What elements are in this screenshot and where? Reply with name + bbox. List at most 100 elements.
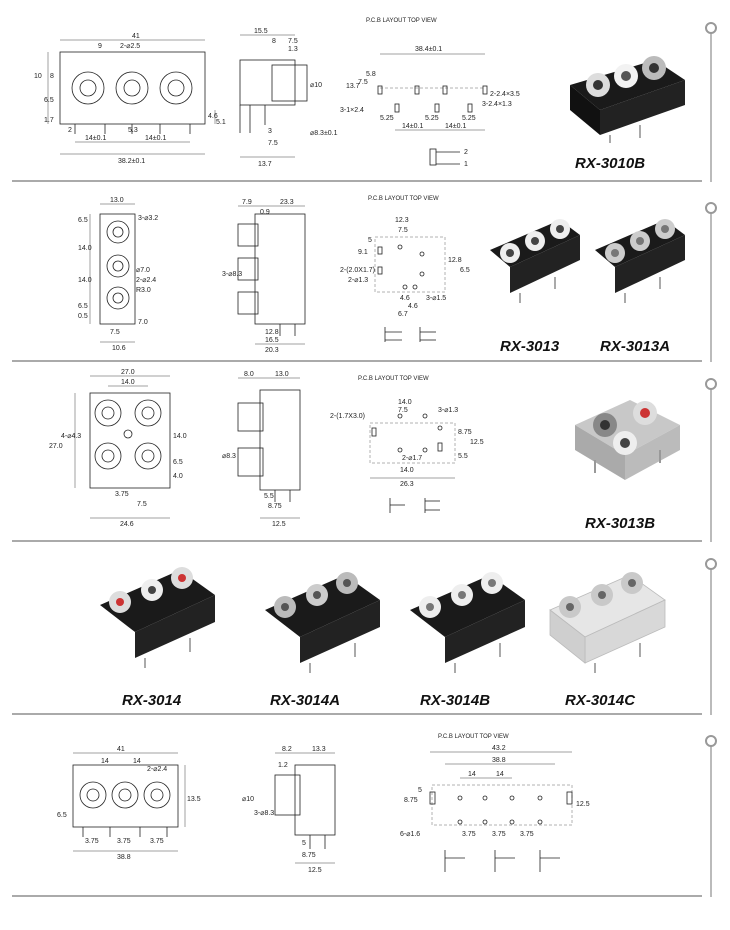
dim-label: 12.8 [265, 329, 279, 336]
dim-label: 5.25 [462, 115, 476, 122]
pcb-layout-drawing: P.C.B LAYOUT TOP VIEW 38.4±0.1 13.7 7.5 … [340, 18, 520, 168]
dim-label: 3-1×2.4 [340, 107, 364, 114]
dim-label: 7.5 [110, 329, 120, 336]
dim-label: 6.5 [44, 97, 54, 104]
model-label: RX-3014B [420, 692, 491, 709]
model-label: RX-3014 [122, 692, 182, 709]
pcb-layout-title: P.C.B LAYOUT TOP VIEW [368, 196, 439, 202]
dim-label: ⌀7.0 [136, 267, 150, 274]
side-rail [710, 212, 712, 362]
dim-label: 6.5 [57, 812, 67, 819]
dim-label: 3.75 [115, 491, 129, 498]
binder-hole-icon [705, 202, 717, 214]
front-view-drawing: 41 14 14 2-⌀2.4 13.5 6.5 3.75 3.75 3.75 … [57, 746, 201, 861]
dim-label: 0.9 [260, 209, 270, 216]
dim-label: 13.5 [187, 796, 201, 803]
dim-label: 13.7 [346, 83, 360, 90]
section-separator [12, 540, 702, 542]
dim-label: 14 [468, 771, 476, 778]
model-label: RX-3013A [600, 338, 671, 355]
binder-hole-icon [705, 558, 717, 570]
section-separator [12, 895, 702, 897]
dim-label: 23.3 [280, 199, 294, 206]
dim-label: 38.8 [117, 854, 131, 861]
binder-hole-icon [705, 22, 717, 34]
dim-label: 8 [272, 38, 276, 45]
dim-label: 27.0 [49, 443, 63, 450]
dim-label: 2-⌀1.3 [348, 277, 368, 284]
dim-label: 8 [50, 73, 54, 80]
model-label: RX-3013B [585, 515, 656, 532]
dim-label: 14 [101, 758, 109, 765]
dim-label: 2-⌀2.4 [136, 277, 156, 284]
dim-label: 14 [496, 771, 504, 778]
dim-label: 2-2.4×3.5 [490, 91, 520, 98]
front-view-drawing: 41 9 2-⌀2.5 10 8 6.5 1.7 2 5.3 14±0.1 14… [34, 33, 226, 165]
dim-label: 3-⌀3.2 [138, 215, 158, 222]
dim-label: 26.3 [400, 481, 414, 488]
pcb-layout-title: P.C.B LAYOUT TOP VIEW [358, 376, 429, 382]
dim-label: 3.75 [150, 838, 164, 845]
dim-label: 9 [98, 43, 102, 50]
dim-label: 5.1 [216, 119, 226, 126]
dim-label: 5.3 [128, 127, 138, 134]
product-photo-rx3014b [410, 572, 525, 673]
dim-label: 13.0 [110, 197, 124, 204]
dim-label: 5 [368, 237, 372, 244]
dim-label: 14.0 [78, 277, 92, 284]
dim-label: 4-⌀4.3 [61, 433, 81, 440]
dim-label: 3.75 [492, 831, 506, 838]
model-label: RX-3014A [270, 692, 341, 709]
section-separator [12, 713, 702, 715]
dim-label: 14.0 [398, 399, 412, 406]
dim-label: 2 [464, 149, 468, 156]
pcb-layout-drawing: P.C.B LAYOUT TOP VIEW 43.2 38.8 14 14 8.… [400, 734, 590, 872]
dim-label: 5 [302, 840, 306, 847]
dim-label: 8.0 [244, 371, 254, 378]
dim-label: 20.3 [265, 347, 279, 354]
dim-label: 5.5 [458, 453, 468, 460]
side-view-drawing: 7.9 23.3 0.9 3-⌀8.3 12.8 16.5 20.3 [222, 199, 306, 354]
dim-label: 14±0.1 [402, 123, 423, 130]
side-rail [710, 568, 712, 715]
dim-label: 1 [464, 161, 468, 168]
dim-label: 7.5 [137, 501, 147, 508]
dim-label: 4.6 [400, 295, 410, 302]
dim-label: 8.75 [458, 429, 472, 436]
dim-label: 38.4±0.1 [415, 46, 442, 53]
dim-label: 14±0.1 [145, 135, 166, 142]
dim-label: 0.5 [78, 313, 88, 320]
dim-label: 7.0 [138, 319, 148, 326]
dim-label: 24.6 [120, 521, 134, 528]
dim-label: 38.8 [492, 757, 506, 764]
section-separator [12, 360, 702, 362]
dim-label: 7.9 [242, 199, 252, 206]
dim-label: 9.1 [358, 249, 368, 256]
pcb-layout-drawing: P.C.B LAYOUT TOP VIEW 12.3 7.5 5 9.1 2-(… [340, 196, 470, 342]
dim-label: 2-⌀2.4 [147, 766, 167, 773]
dim-label: ⌀10 [310, 82, 322, 89]
dim-label: 6-⌀1.6 [400, 831, 420, 838]
dim-label: 14.0 [173, 433, 187, 440]
dim-label: 3-⌀1.5 [426, 295, 446, 302]
dim-label: 4.6 [408, 303, 418, 310]
side-view-drawing: 8.0 13.0 ⌀8.3 5.5 8.75 12.5 [222, 371, 301, 528]
front-view-drawing: 27.0 14.0 4-⌀4.3 27.0 14.0 4.0 6.5 3.75 … [49, 369, 187, 528]
product-photo-rx3010b [570, 56, 685, 143]
dim-label: 3-⌀8.3 [222, 271, 242, 278]
side-rail [710, 388, 712, 542]
dim-label: 5 [418, 787, 422, 794]
dim-label: 8.75 [404, 797, 418, 804]
dim-label: 41 [132, 33, 140, 40]
dim-label: 14.0 [78, 245, 92, 252]
dim-label: 7.5 [268, 140, 278, 147]
product-photo-rx3014c [549, 572, 666, 673]
dim-label: 3-⌀1.3 [438, 407, 458, 414]
product-photo-rx3014a [265, 572, 380, 673]
dim-label: 4.0 [173, 473, 183, 480]
dim-label: 1.3 [288, 46, 298, 53]
product-photo-rx3013 [490, 219, 580, 303]
side-view-drawing: 15.5 8 7.5 1.3 ⌀10 ⌀8.3±0.1 3 7.5 13.7 [239, 28, 338, 168]
dim-label: 5.8 [366, 71, 376, 78]
dim-label: 14 [133, 758, 141, 765]
